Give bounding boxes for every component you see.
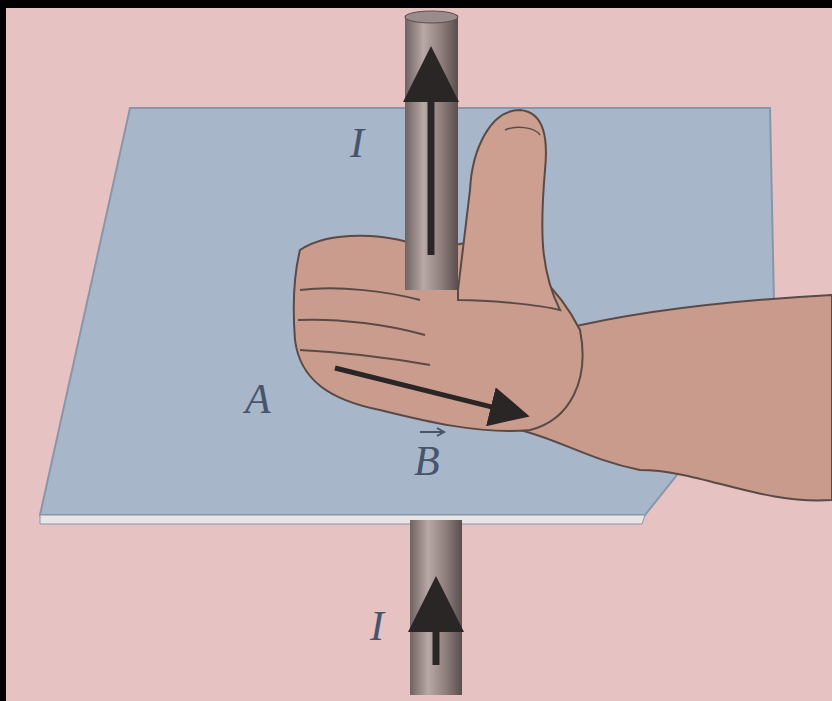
point-label: A	[245, 378, 271, 420]
current-label: I	[370, 605, 384, 647]
current-label: I	[350, 122, 364, 164]
field-label: B	[414, 440, 440, 482]
